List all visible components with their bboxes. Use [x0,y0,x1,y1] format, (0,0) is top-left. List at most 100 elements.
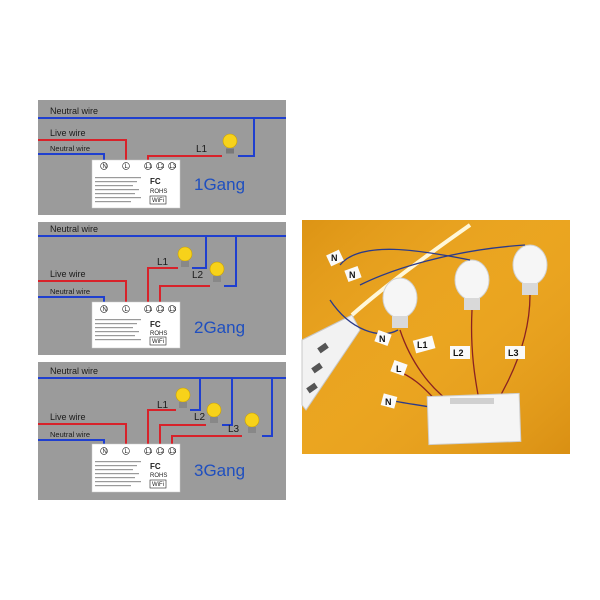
terminal-l1: L1 [144,305,153,313]
rohs-mark: ROHS [150,473,167,479]
svg-text:L3: L3 [170,449,177,455]
panel-3gang: Neutral wire Live wire Neutral wire L1 L… [38,362,286,500]
wifi-badge [149,336,167,346]
bulb-icon [206,402,222,423]
svg-text:L2: L2 [158,307,165,313]
lamp-return-l1 [192,236,207,269]
lamp-label-l2: L2 [192,270,204,281]
gang-title: 1Gang [194,175,245,194]
terminal-n: N [100,162,108,170]
lamp-return-l2 [224,236,237,287]
lamp-label-l1: L1 [157,257,169,268]
terminal-l2: L2 [156,305,165,313]
switch-module: N L L1 L2 L3 FC ROHS WiFi [91,159,181,209]
svg-text:N: N [385,397,392,407]
wifi-badge [149,479,167,489]
lamp-return-l2 [222,378,233,426]
spec-lines [95,319,141,341]
terminal-n: N [100,447,108,455]
svg-text:L2: L2 [158,164,165,170]
gang-title: 2Gang [194,318,245,337]
svg-text:L3: L3 [508,348,519,358]
svg-text:N: N [349,270,356,280]
terminal-l1: L1 [144,162,153,170]
bulb-icon [175,387,191,408]
svg-text:L1: L1 [417,340,428,350]
svg-text:L1: L1 [146,449,153,455]
svg-text:N: N [103,449,107,455]
neutral-top-label: Neutral wire [50,106,98,116]
svg-text:N: N [379,334,386,344]
svg-text:N: N [103,164,107,170]
switch-module: N L L1 L2 L3 FC ROHS WiFi [91,443,181,493]
svg-text:L: L [125,307,129,313]
neutral-top-label: Neutral wire [50,224,98,234]
spec-lines [95,461,141,487]
wifi-mark: WiFi [152,198,164,204]
rohs-mark: ROHS [150,331,167,337]
fc-mark: FC [150,177,161,186]
bulb-icon [177,246,193,267]
load-wire-l1 [147,409,176,448]
load-wire-l2 [159,424,206,448]
live-wire [38,280,127,306]
svg-text:L3: L3 [170,164,177,170]
svg-text:N: N [103,307,107,313]
bulb-icon [244,412,260,433]
terminal-l3: L3 [168,305,177,313]
photo-tag-n: N [380,393,398,409]
terminal-l: L [122,305,130,313]
white-cable [350,223,472,317]
wiring-photo: N N N L L1 L2 L3 N [301,220,570,454]
load-wire-l1 [147,267,178,306]
svg-text:L: L [396,364,402,374]
wifi-mark: WiFi [152,339,164,345]
lamp-label-l3: L3 [228,424,240,435]
rohs-mark: ROHS [150,189,167,195]
spec-lines [95,177,141,203]
svg-text:L1: L1 [146,164,153,170]
bulb-icon [512,244,548,295]
svg-text:L3: L3 [170,307,177,313]
lamp-label-l2: L2 [194,412,206,423]
panel-1gang: Neutral wire Live wire Neutral wire L1 N… [38,100,286,215]
switch-module: N L L1 L2 L3 FC ROHS WiFi [91,301,181,349]
neutral-wire-low [38,153,105,162]
terminal-l: L [122,162,130,170]
terminal-l2: L2 [156,162,165,170]
bulb-icon [382,277,418,328]
panel-2gang: Neutral wire Live wire Neutral wire L1 L… [38,222,286,355]
photo-tag-l1: L1 [412,335,436,354]
photo-tag-n: N [344,265,362,283]
neutral-low-label: Neutral wire [50,144,90,153]
lamp-return-l3 [262,378,273,437]
power-strip [301,314,361,411]
lamp-return-l1 [190,378,201,411]
terminal-l3: L3 [168,447,177,455]
terminal-l3: L3 [168,162,177,170]
lamp-label-l1: L1 [196,144,208,155]
neutral-top-label: Neutral wire [50,366,98,376]
live-wire [38,139,127,162]
bulb-icon [454,259,490,310]
switch-module [426,392,522,446]
terminal-n: N [100,305,108,313]
neutral-low-label: Neutral wire [50,287,90,296]
svg-text:L: L [125,449,129,455]
svg-text:N: N [331,253,338,263]
lamp-return-l1 [238,118,255,157]
photo-tag-n: N [326,249,344,267]
neutral-low-label: Neutral wire [50,430,90,439]
photo-tag-n: N [374,329,392,347]
svg-text:L1: L1 [146,307,153,313]
photo-tag-l2: L2 [450,346,470,359]
wifi-mark: WiFi [152,482,164,488]
bulb-icon [222,133,238,154]
svg-text:L2: L2 [453,348,464,358]
terminal-l2: L2 [156,447,165,455]
live-wire [38,423,127,448]
load-wire-l2 [159,285,210,306]
live-label: Live wire [50,412,86,422]
live-label: Live wire [50,128,86,138]
